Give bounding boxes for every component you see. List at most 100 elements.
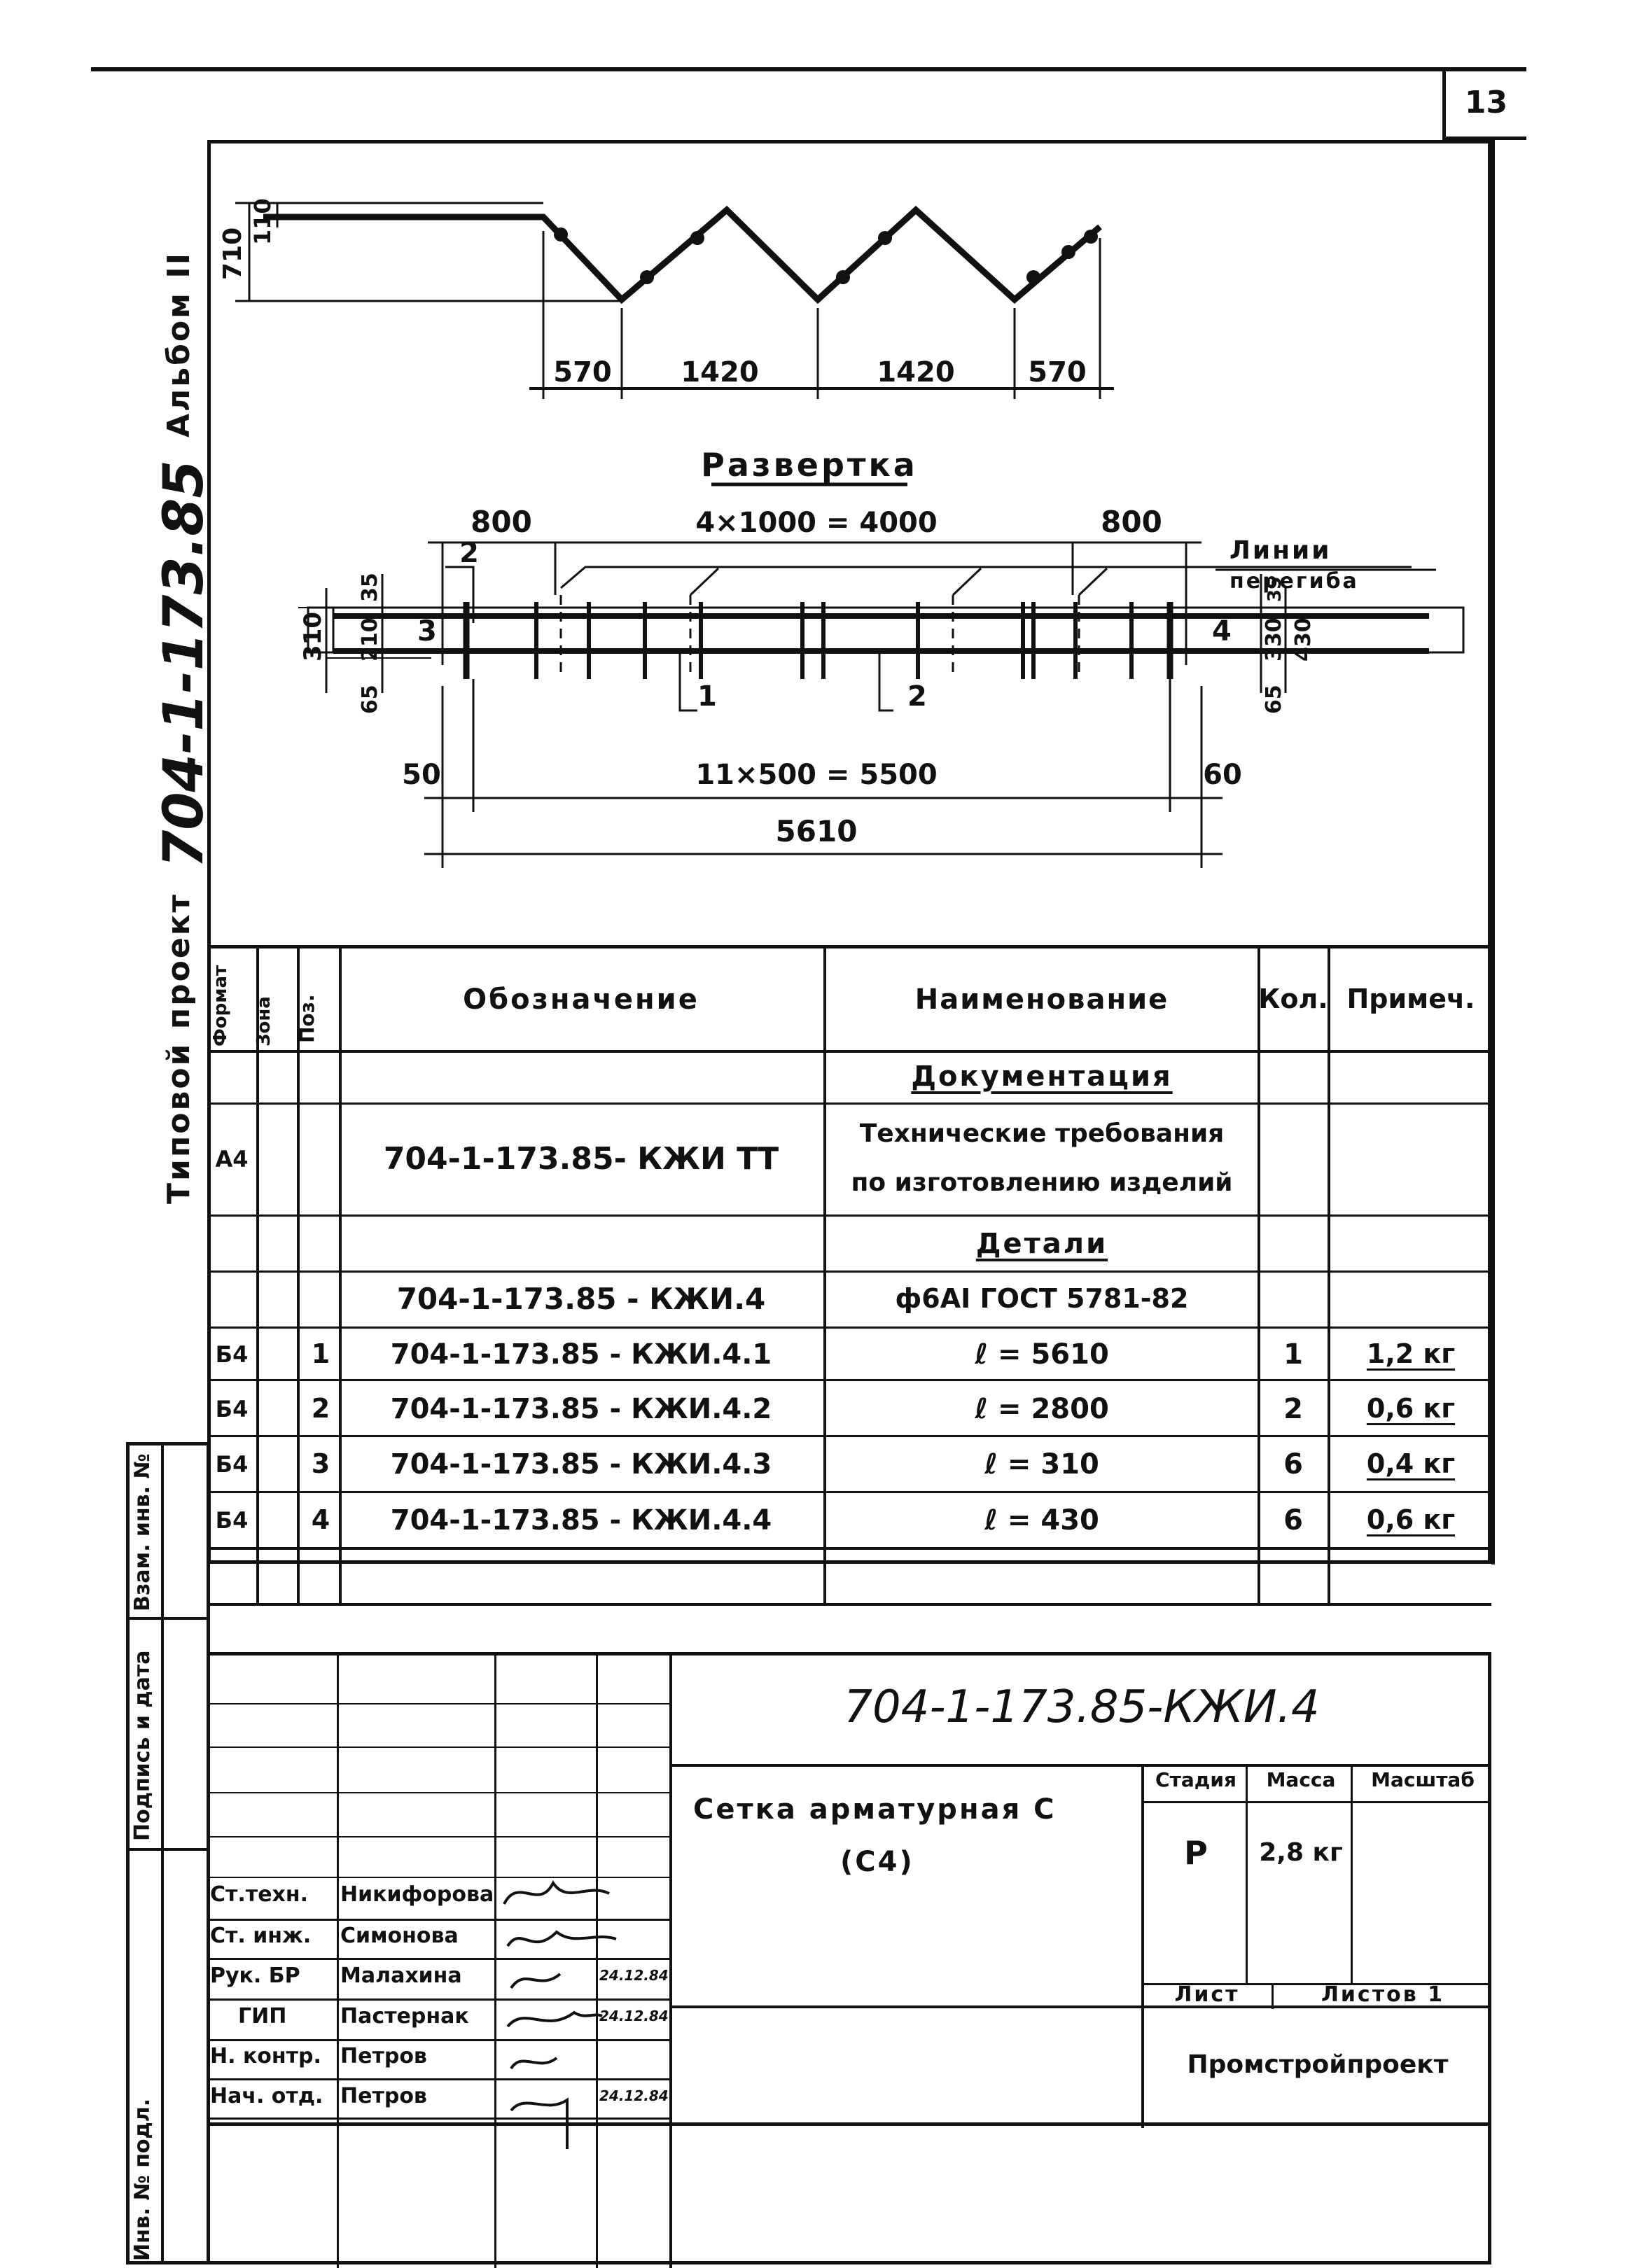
right-inner-rule <box>1491 140 1495 1564</box>
signer-2-role: Ст. инж. <box>210 1923 312 1948</box>
dim-left-35: 35 <box>358 573 382 602</box>
parts-header-designation: 704-1-173.85 - КЖИ.4 <box>396 1281 766 1316</box>
vzam-inv-label: Взам. инв. № <box>130 1453 155 1611</box>
dim-top-middle: 4×1000 = 4000 <box>695 507 937 539</box>
signer-6-role: Нач. отд. <box>210 2083 323 2108</box>
dim-bottom-middle: 11×500 = 5500 <box>695 759 937 791</box>
organization: Промстройпроект <box>1187 2050 1449 2080</box>
signer-4-role: ГИП <box>238 2003 287 2029</box>
dim-left-65: 65 <box>358 685 382 714</box>
header-name: Наименование <box>914 983 1169 1016</box>
dim-top-left: 800 <box>471 505 532 539</box>
header-qty: Кол. <box>1258 983 1328 1014</box>
row-2-note: 0,6 кг <box>1366 1393 1456 1424</box>
position-2-label: 2 <box>907 680 927 713</box>
row-3-format: Б4 <box>215 1450 249 1478</box>
inv-podl-label: Инв. № подл. <box>130 2098 155 2261</box>
rebar-drawing: 570 1420 1420 570 710 110 Развертка 800 … <box>218 198 1465 868</box>
dim-right-35: 35 <box>1265 577 1286 602</box>
header-designation: Обозначение <box>463 983 699 1016</box>
parts-header-name: ф6АI ГОСТ 5781-82 <box>895 1283 1189 1315</box>
row-3-pos: 3 <box>311 1448 330 1480</box>
dim-right-65: 65 <box>1262 685 1286 714</box>
dim-bottom-total: 5610 <box>776 814 858 848</box>
row-4-note: 0,6 кг <box>1366 1504 1456 1536</box>
signer-6-name: Петров <box>340 2083 427 2108</box>
row-2-qty: 2 <box>1283 1393 1303 1425</box>
spec-table <box>207 945 1491 1617</box>
section-documentation: Документация <box>911 1060 1173 1093</box>
dim-bottom-right: 60 <box>1203 759 1242 791</box>
sheet-label: Лист <box>1174 1982 1240 2007</box>
mass-label: Масса <box>1266 1768 1336 1791</box>
top-rule <box>91 67 1526 71</box>
title-line-1: Сетка арматурная С <box>693 1793 1057 1826</box>
row-1-note: 1,2 кг <box>1366 1338 1456 1370</box>
row-4-designation: 704-1-173.85 - КЖИ.4.4 <box>390 1504 772 1536</box>
row-1-qty: 1 <box>1283 1338 1303 1371</box>
mass-value: 2,8 кг <box>1259 1838 1343 1868</box>
podpis-data-label: Подпись и дата <box>130 1650 155 1841</box>
dim-left-210: 210 <box>358 617 382 662</box>
album-label: Альбом II <box>161 251 197 438</box>
signer-3-date: 24.12.84 <box>599 1967 669 1984</box>
row-3-note: 0,4 кг <box>1366 1448 1456 1480</box>
signer-6-date: 24.12.84 <box>599 2087 669 2104</box>
dim-bent-1: 570 <box>553 356 612 388</box>
title-block-bottom <box>207 2122 1491 2126</box>
signer-1-name: Никифорова <box>340 1882 494 1907</box>
row-3-qty: 6 <box>1283 1448 1303 1480</box>
scale-value <box>1354 1800 1491 1905</box>
dim-bent-4: 570 <box>1028 356 1087 388</box>
row-4-pos: 4 <box>311 1504 330 1536</box>
signer-4-name: Пастернак <box>340 2003 469 2029</box>
dim-height-total: 710 <box>218 227 247 280</box>
section-parts: Детали <box>975 1228 1108 1260</box>
bend-lines-label-1: Линии <box>1230 536 1331 565</box>
signer-2-name: Симонова <box>340 1923 459 1948</box>
stage-value: Р <box>1184 1833 1208 1872</box>
dim-bent-3: 1420 <box>877 356 954 388</box>
bend-lines-label-2: перегиба <box>1230 569 1359 594</box>
sheet-number-box <box>1442 70 1526 140</box>
row-3-name: ℓ = 310 <box>984 1448 1099 1480</box>
scale-label: Масштаб <box>1371 1768 1475 1791</box>
signer-3-name: Малахина <box>340 1963 462 1988</box>
signer-5-role: Н. контр. <box>210 2043 321 2068</box>
signer-1-role: Ст.техн. <box>210 1882 309 1907</box>
stage-label: Стадия <box>1155 1768 1237 1791</box>
row-1-pos: 1 <box>311 1338 330 1370</box>
dim-height-small: 110 <box>249 198 276 245</box>
main-frame <box>207 140 1491 1564</box>
position-3-label: 3 <box>417 615 437 648</box>
row-2-name: ℓ = 2800 <box>975 1393 1109 1425</box>
dim-right-430: 430 <box>1291 617 1316 662</box>
sheet-number: 13 <box>1464 85 1508 121</box>
row-3-designation: 704-1-173.85 - КЖИ.4.3 <box>390 1448 772 1480</box>
position-2-upper: 2 <box>459 537 479 569</box>
sheets-label: Листов 1 <box>1321 1982 1445 2007</box>
row-4-qty: 6 <box>1283 1504 1303 1536</box>
row-1-name: ℓ = 5610 <box>975 1338 1109 1371</box>
doc-row-format: А4 <box>215 1145 249 1172</box>
title-line-2: (С4) <box>840 1846 914 1878</box>
row-1-format: Б4 <box>215 1340 249 1368</box>
header-pos: Поз. <box>295 994 319 1043</box>
header-format: Формат <box>210 965 231 1046</box>
dim-bent-2: 1420 <box>681 356 758 388</box>
row-2-format: Б4 <box>215 1395 249 1422</box>
signer-4-date: 24.12.84 <box>599 2008 669 2024</box>
dim-left-310: 310 <box>299 612 327 662</box>
row-2-designation: 704-1-173.85 - КЖИ.4.2 <box>390 1393 772 1425</box>
position-1-label: 1 <box>697 680 717 713</box>
dim-right-330: 330 <box>1262 617 1286 662</box>
doc-row-designation: 704-1-173.85- КЖИ ТТ <box>383 1140 779 1177</box>
doc-row-name: Технические требования по изготовлению и… <box>851 1119 1233 1198</box>
row-4-format: Б4 <box>215 1506 249 1534</box>
row-2-pos: 2 <box>311 1393 330 1424</box>
dim-bottom-left: 50 <box>402 759 441 791</box>
bent-profile <box>263 205 1102 304</box>
dim-top-right: 800 <box>1101 505 1162 539</box>
position-4-label: 4 <box>1212 615 1232 648</box>
header-zone: Зона <box>253 996 274 1046</box>
